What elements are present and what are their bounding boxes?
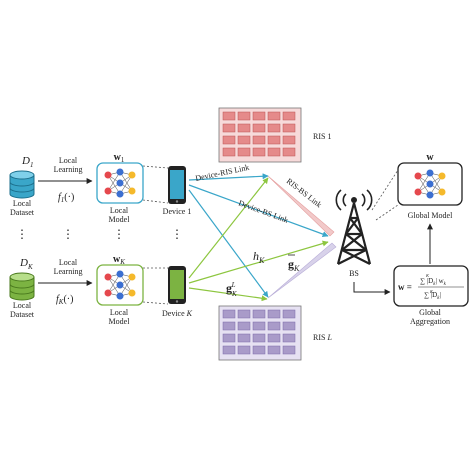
cell-tower-icon bbox=[335, 189, 373, 265]
local-learning-1-line1: Local bbox=[59, 156, 78, 165]
bs-label: BS bbox=[349, 269, 359, 278]
neural-network-icon bbox=[414, 169, 446, 199]
global-model-symbol: w bbox=[426, 152, 434, 163]
local-learning-1-line2: Learning bbox=[54, 165, 83, 174]
database-icon bbox=[9, 170, 35, 199]
device-1-label: Device 1 bbox=[163, 207, 192, 216]
ellipsis-device: ⋮ bbox=[171, 227, 183, 241]
aggregation-numerator: ∑ |Dk| wk bbox=[420, 277, 447, 287]
global-model-label: Global Model bbox=[408, 211, 453, 220]
ris-bottom-label: RIS L bbox=[313, 333, 332, 342]
device-ris-link-label: Device-RIS Link bbox=[195, 163, 251, 183]
neural-network-icon bbox=[104, 168, 136, 198]
channel-gbar-label: gK bbox=[288, 257, 300, 273]
aggregation-box bbox=[393, 265, 469, 307]
bs-to-aggregation-arrow bbox=[353, 282, 391, 295]
local-function-1: f1(·) bbox=[58, 192, 74, 204]
local-model-1-symbol: w1 bbox=[114, 152, 125, 164]
dataset-k-label-line1: Local bbox=[13, 301, 32, 310]
local-learning-k-line2: Learning bbox=[54, 267, 83, 276]
ellipsis-learning: ⋮ bbox=[62, 227, 74, 241]
ris-panel-bottom bbox=[218, 305, 302, 361]
dataset-1-label-line1: Local bbox=[13, 199, 32, 208]
device-bs-link-label: Device-BS Link bbox=[237, 198, 289, 224]
smartphone-icon bbox=[168, 266, 186, 304]
channel-h-label: hK bbox=[253, 249, 265, 265]
aggregation-denominator: ∑ |Dk| bbox=[424, 291, 441, 301]
ris-bs-beam-top bbox=[267, 175, 335, 237]
device1-bs-link bbox=[188, 184, 329, 237]
model-device-dotted-1b bbox=[142, 199, 169, 204]
ris-bs-beam-bottom bbox=[267, 242, 337, 299]
local-model-1-label-line2: Model bbox=[109, 215, 131, 224]
deviceK-risL-link bbox=[188, 287, 268, 302]
ris-bs-link-label: RIS-BS Link bbox=[285, 176, 324, 209]
smartphone-icon bbox=[168, 166, 186, 204]
ellipsis-dataset: ⋮ bbox=[16, 227, 28, 241]
ris-top-label: RIS 1 bbox=[313, 132, 331, 141]
local-learning-k-line1: Local bbox=[59, 258, 78, 267]
dataset-k-symbol: DK bbox=[19, 257, 33, 271]
device-k-label: Device K bbox=[162, 309, 193, 318]
local-model-k-label-line2: Model bbox=[109, 317, 131, 326]
neural-network-icon bbox=[104, 270, 136, 300]
deviceK-bs-link bbox=[188, 240, 329, 284]
aggregation-sum-upper-num: K bbox=[425, 273, 430, 278]
channel-g-label: gKL bbox=[226, 281, 237, 298]
aggregation-label-line1: Global bbox=[419, 308, 442, 317]
bs-global-dotted-b bbox=[375, 204, 399, 221]
device1-risL-link bbox=[188, 189, 269, 298]
dataset-1-label-line2: Dataset bbox=[10, 208, 35, 217]
ellipsis-model: ⋮ bbox=[113, 227, 125, 241]
aggregation-sum-upper-den: K bbox=[429, 289, 434, 294]
model-device-dotted-1a bbox=[142, 165, 169, 169]
deviceK-ris1-link bbox=[188, 177, 269, 279]
device1-ris1-link bbox=[188, 173, 269, 181]
ris-panel-top bbox=[218, 107, 302, 163]
local-model-k-symbol: wK bbox=[113, 254, 125, 266]
local-function-k: fK(·) bbox=[56, 294, 73, 306]
dataset-1-symbol: D1 bbox=[21, 155, 33, 169]
model-device-dotted-kb bbox=[142, 301, 169, 305]
local-model-1-label-line1: Local bbox=[110, 206, 129, 215]
aggregation-label-line2: Aggregation bbox=[410, 317, 450, 326]
local-model-k-label-line1: Local bbox=[110, 308, 129, 317]
aggregation-lhs: w = bbox=[398, 282, 412, 292]
dataset-k-label-line2: Dataset bbox=[10, 310, 35, 319]
database-icon bbox=[9, 272, 35, 301]
bs-global-dotted-a bbox=[371, 169, 399, 211]
